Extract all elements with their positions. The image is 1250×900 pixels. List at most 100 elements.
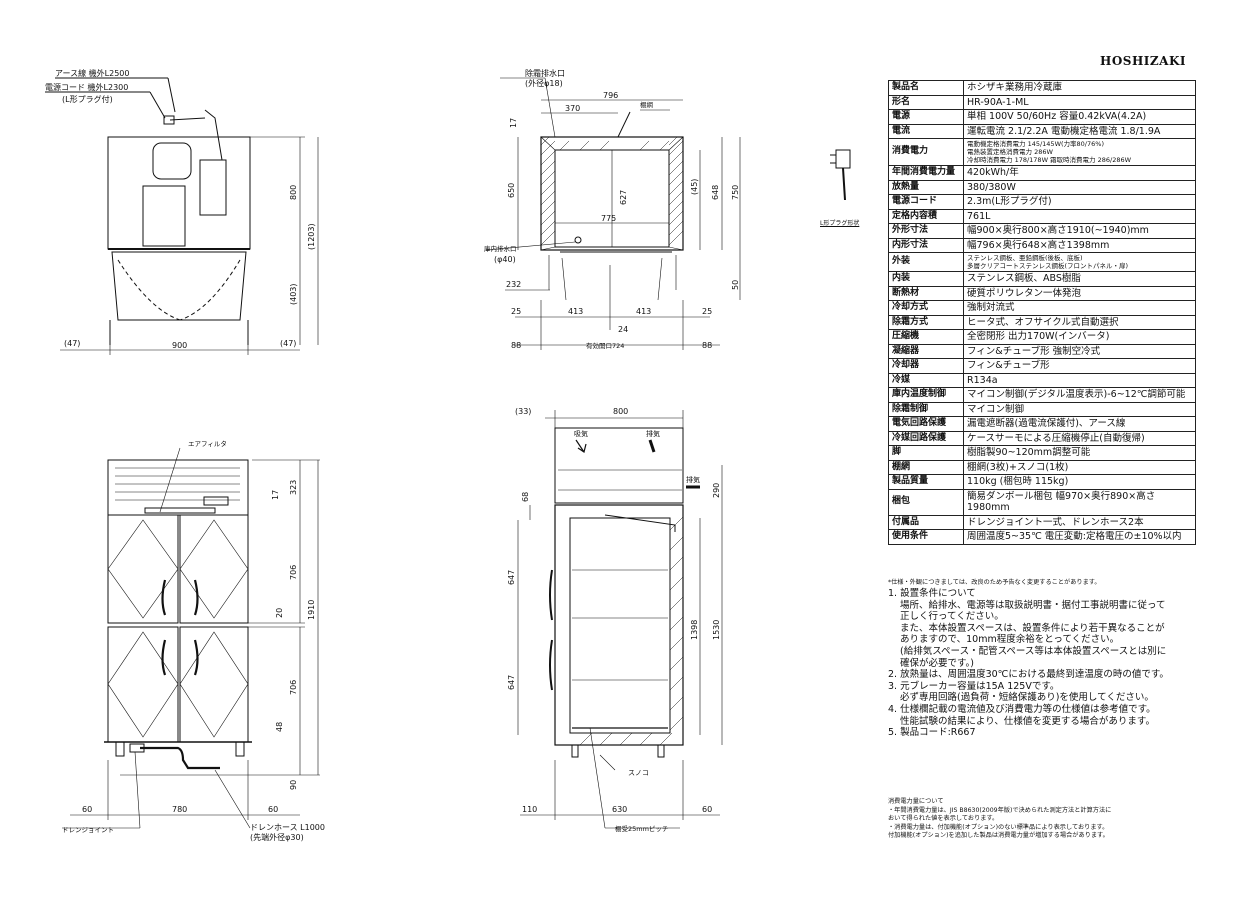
note-line: 場所、給排水、電源等は取扱説明書・据付工事説明書に従って: [900, 599, 1166, 611]
spec-value: 簡易ダンボール梱包 幅970×奥行890×高さ1980mm: [963, 488, 1196, 516]
energy-note-line: ・年間消費電力量は、JIS B8630(2009年版)で決められた測定方法と計算…: [888, 806, 1112, 814]
side-section: [517, 410, 723, 829]
note-line: 性能試験の結果により、仕様値を変更する場合があります。: [900, 715, 1155, 727]
dim-17-top: 17: [509, 118, 518, 128]
spec-footnote: *仕様・外観につきましては、改良のため予告なく変更することがあります。: [888, 579, 1101, 586]
spec-row: 外装ステンレス鋼板、亜鉛鋼板(後板、底板)多層クリアコートステンレス鋼板(フロン…: [888, 252, 1196, 272]
rear-view: [45, 77, 319, 355]
spec-value: ドレンジョイント一式、ドレンホース2本: [963, 514, 1196, 530]
spec-row: 消費電力電動機定格消費電力 145/145W(力率80/76%)電熱装置定格消費…: [888, 138, 1196, 166]
spec-row: 電源単相 100V 50/60Hz 容量0.42kVA(4.2A): [888, 109, 1196, 125]
spec-row: 電流運転電流 2.1/2.2A 電動機定格電流 1.8/1.9A: [888, 123, 1196, 139]
l-plug-icon: [830, 149, 851, 201]
note-line: 正しく行ってください。: [900, 611, 1004, 623]
spec-key: 冷媒: [888, 372, 964, 388]
elev-dim-323: 323: [289, 480, 298, 495]
elev-dim-706-bottom: 706: [289, 680, 298, 695]
energy-note-line: おいて得られた値を表示しております。: [888, 815, 999, 822]
spec-value: 420kWh/年: [963, 165, 1196, 181]
note-line: 4. 仕様欄記載の電流値及び消費電力等の仕様値は参考値です。: [888, 703, 1156, 715]
side-dim-68: 68: [521, 492, 530, 502]
side-dim-290: 290: [712, 483, 721, 498]
dim-648: 648: [711, 185, 720, 200]
spec-row: 除霜制御マイコン制御: [888, 401, 1196, 417]
side-dim-647-bottom: 647: [507, 675, 516, 690]
spec-row: 使用条件周囲温度5~35℃ 電圧変動:定格電圧の±10%以内: [888, 529, 1196, 545]
note-line: 5. 製品コード:R667: [888, 727, 976, 739]
spec-row: 除霜方式ヒータ式、オフサイクル式自動選択: [888, 314, 1196, 330]
hose-tip-label: (先端外径φ30): [250, 832, 304, 842]
spec-key: 外装: [888, 252, 964, 272]
spec-value: 漏電遮断器(過電流保護付)、アース線: [963, 416, 1196, 432]
rear-lower-body: [111, 251, 247, 321]
spec-value: ヒータ式、オフサイクル式自動選択: [963, 314, 1196, 330]
spec-key: 脚: [888, 445, 964, 461]
effective-opening: 有効開口724: [586, 341, 624, 350]
spec-row: 外形寸法幅900×奥行800×高さ1910(~1940)mm: [888, 223, 1196, 239]
spec-row: 脚樹脂製90~120mm調整可能: [888, 445, 1196, 461]
spec-key: 梱包: [888, 488, 964, 516]
spec-value: 運転電流 2.1/2.2A 電動機定格電流 1.8/1.9A: [963, 123, 1196, 139]
dim-413-left: 413: [568, 307, 583, 316]
dim-627: 627: [619, 190, 628, 205]
spec-key: 凝縮器: [888, 343, 964, 359]
energy-note-line: ・消費電力量は、付加機能(オプション)のない標準品により表示しております。: [888, 823, 1109, 831]
spec-key: 付属品: [888, 514, 964, 530]
side-dim-60: 60: [702, 805, 712, 814]
spec-value: ホシザキ業務用冷蔵庫: [963, 80, 1196, 96]
air-exhaust-side-label: 排気: [686, 475, 700, 484]
elev-dim-1910: 1910: [307, 600, 316, 620]
plug-type-label: (L形プラグ付): [62, 94, 113, 104]
drain-outlet-label: 除霜排水口: [525, 68, 565, 78]
air-exhaust-top-label: 排気: [646, 429, 660, 438]
spec-value: 樹脂製90~120mm調整可能: [963, 445, 1196, 461]
spec-value: ステンレス鋼板、ABS樹脂: [963, 271, 1196, 287]
rear-upper-body: [107, 136, 251, 250]
side-dim-110: 110: [522, 805, 537, 814]
spec-value: 電動機定格消費電力 145/145W(力率80/76%)電熱装置定格消費電力 2…: [963, 138, 1196, 166]
spec-value: 強制対流式: [963, 300, 1196, 316]
spec-value: 単相 100V 50/60Hz 容量0.42kVA(4.2A): [963, 109, 1196, 125]
elev-dim-20: 20: [275, 608, 284, 618]
spec-value: ステンレス鋼板、亜鉛鋼板(後板、底板)多層クリアコートステンレス鋼板(フロントパ…: [963, 252, 1196, 272]
spec-value: 110kg (梱包時 115kg): [963, 474, 1196, 490]
spec-row: 凝縮器フィン&チューブ形 強制空冷式: [888, 343, 1196, 359]
elev-dim-60-left: 60: [82, 805, 92, 814]
spec-value: HR-90A-1-ML: [963, 94, 1196, 110]
spec-row: 冷却器フィン&チューブ形: [888, 358, 1196, 374]
side-dim-33: (33): [515, 407, 531, 416]
spec-key: 冷却器: [888, 358, 964, 374]
spec-row: 梱包簡易ダンボール梱包 幅970×奥行890×高さ1980mm: [888, 488, 1196, 516]
spec-key: 除霜制御: [888, 401, 964, 417]
floor-drain-label: 庫内排水口: [484, 244, 517, 253]
dim-24: 24: [618, 325, 628, 334]
spec-value: R134a: [963, 372, 1196, 388]
note-line: 1. 設置条件について: [888, 588, 976, 599]
spec-key: 電源: [888, 109, 964, 125]
installation-notes: 1. 設置条件について場所、給排水、電源等は取扱説明書・据付工事説明書に従って正…: [888, 588, 1208, 739]
note-line: 2. 放熱量は、周囲温度30℃における最終到達温度の時の値です。: [888, 669, 1169, 681]
spec-key: 製品名: [888, 80, 964, 96]
spec-key: 形名: [888, 94, 964, 110]
dim-900: 900: [172, 341, 187, 350]
power-cord-label: 電源コード 機外L2300: [45, 82, 128, 92]
dim-232: 232: [506, 280, 521, 289]
spec-value: フィン&チューブ形: [963, 358, 1196, 374]
spec-row: 冷却方式強制対流式: [888, 300, 1196, 316]
spec-value: 幅796×奥行648×高さ1398mm: [963, 237, 1196, 253]
spec-row: 冷媒回路保護ケースサーモによる圧縮機停止(自動復帰): [888, 430, 1196, 446]
note-line: (給排気スペース・配管スペース等は本体設置スペースとは別に: [900, 645, 1167, 657]
shelf-pitch-label: 棚受25mmピッチ: [615, 824, 668, 833]
elev-dim-48: 48: [275, 722, 284, 732]
spec-key: 年間消費電力量: [888, 165, 964, 181]
spec-value: フィン&チューブ形 強制空冷式: [963, 343, 1196, 359]
spec-key: 除霜方式: [888, 314, 964, 330]
